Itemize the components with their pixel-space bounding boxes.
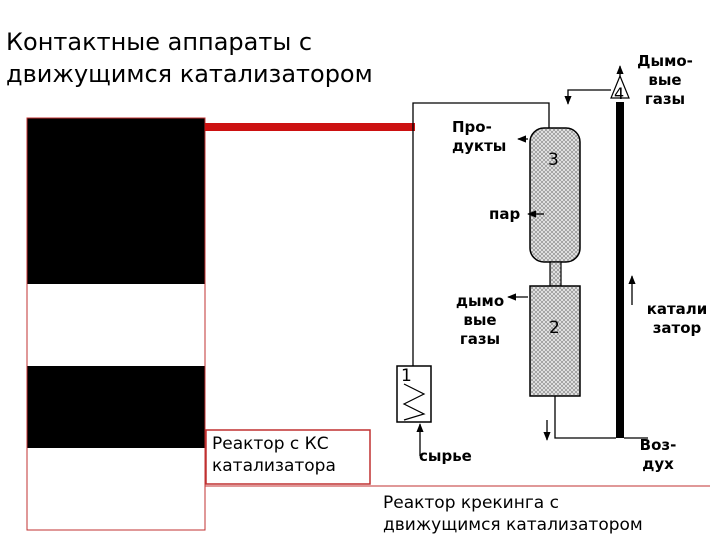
lift-pipe [616,102,624,438]
label-feed: сырье [419,447,472,465]
label-steam: пар [489,205,521,223]
label-number-2: 2 [549,318,560,338]
caption-fb-reactor: Реактор с КС катализатора [212,434,336,476]
label-catalyst: катали затор [646,300,708,337]
separator-4 [610,74,630,99]
vessel-2 [529,285,581,397]
caption-moving-reactor: Реактор крекинга с движущимся катализато… [383,493,643,535]
label-air: Воз- дух [639,436,677,473]
label-number-3: 3 [548,150,559,170]
slide-title: Контактные аппараты с движущимся катализ… [6,26,373,90]
vessel-3 [529,127,581,263]
accent-bar [205,123,415,131]
label-number-1: 1 [401,366,412,386]
label-number-4: 4 [614,84,625,103]
caption-frame [205,429,371,485]
label-products: Про- дукты [452,118,507,155]
label-flue-gas-top: Дымо- вые газы [637,52,693,108]
photo-placeholder [26,117,206,531]
title-line-2: движущимся катализатором [6,60,373,88]
title-line-1: Контактные аппараты с [6,28,313,56]
label-flue-gas-mid: дымо вые газы [455,292,505,348]
vessel-neck [549,261,562,287]
pipelines [412,89,648,439]
furnace-1 [396,365,432,423]
